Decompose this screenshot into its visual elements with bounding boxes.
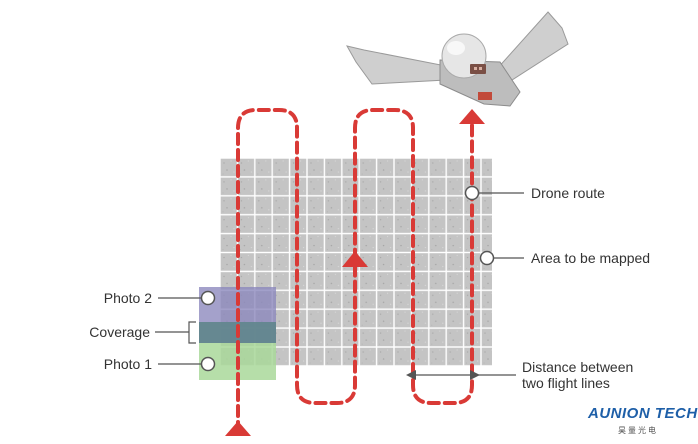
coverage-bracket <box>155 321 196 344</box>
distance-label-line2: two flight lines <box>522 375 610 391</box>
route-arrow-start-icon <box>225 421 251 436</box>
logo-subtitle: 昊量光电 <box>618 426 658 435</box>
brand-logo: AUNION TECH 昊量光电 <box>588 405 697 441</box>
photo-2-marker <box>200 290 216 306</box>
coverage-label: Coverage <box>89 324 150 340</box>
photo-1-marker <box>200 356 216 372</box>
drone-route-label: Drone route <box>531 185 605 201</box>
route-arrow-mid-icon <box>342 251 368 267</box>
mapping-area-marker <box>479 250 495 266</box>
distance-label-line1: Distance between <box>522 359 634 375</box>
photo-2-label: Photo 2 <box>103 290 152 306</box>
logo-name: AUNION TECH <box>588 405 698 422</box>
route-arrow-end-icon <box>459 109 485 124</box>
drone-route-marker <box>464 185 480 201</box>
distance-arrow-left-icon <box>406 370 416 380</box>
distance-arrow-right-icon <box>470 370 480 380</box>
fixed-wing-drone-icon <box>346 11 569 107</box>
area-to-be-mapped-label: Area to be mapped <box>531 250 651 266</box>
photo-1-label: Photo 1 <box>103 356 152 372</box>
